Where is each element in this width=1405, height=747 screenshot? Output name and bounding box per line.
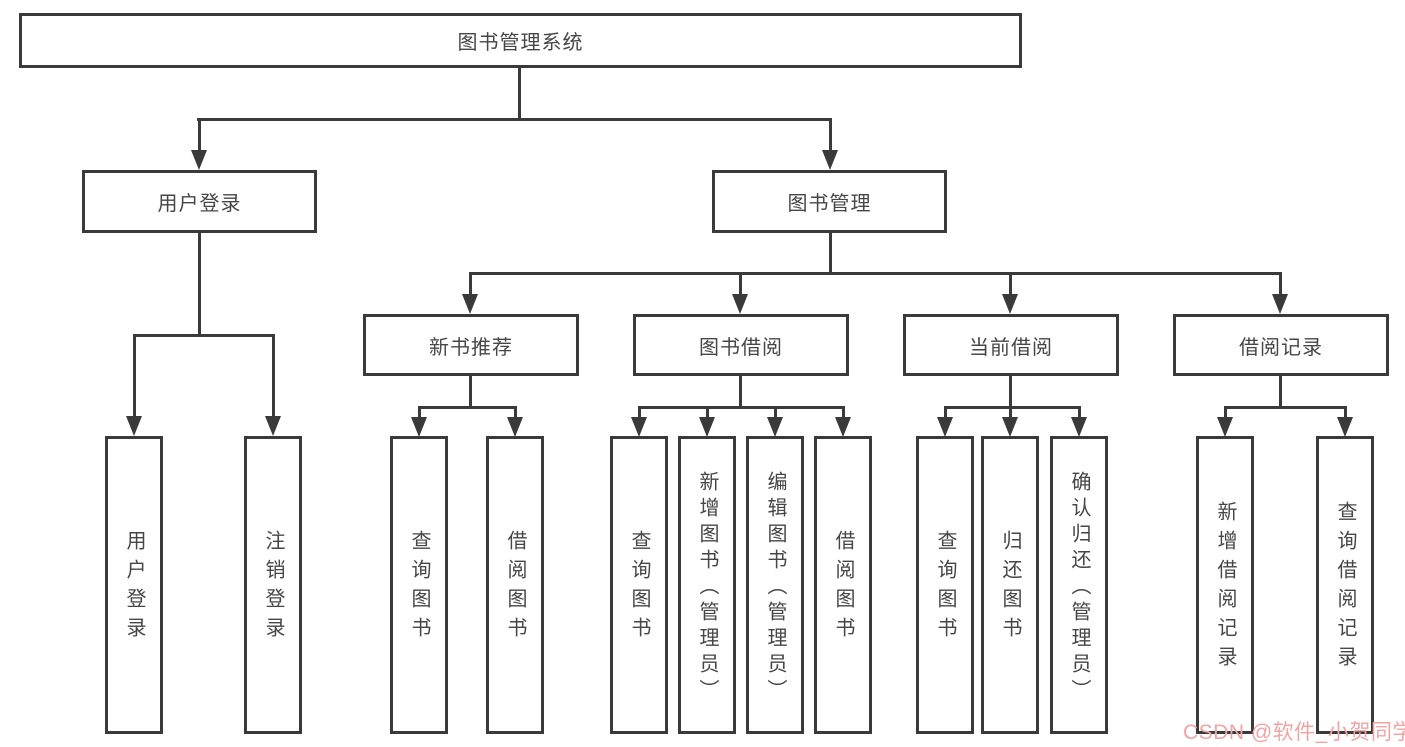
- connector-user-login-rail: [132, 334, 275, 337]
- connector-borrow-record-stem: [1278, 376, 1282, 408]
- arrowhead-book-management: [822, 150, 838, 170]
- node-root-label: 图书管理系统: [457, 32, 584, 54]
- arrowhead-leaf-edit-book: [767, 417, 783, 437]
- leaf-query-borrow-record: 查询借阅记录: [1316, 436, 1374, 734]
- leaf-borrow-book-1: 借阅图书: [486, 436, 544, 734]
- connector-to-leaf-query1: [417, 406, 421, 420]
- connector-to-leaf-add-record: [1223, 406, 1227, 420]
- arrowhead-leaf-query-record: [1337, 417, 1353, 437]
- connector-to-book-borrow: [738, 272, 742, 296]
- node-user-login: 用户登录: [82, 170, 317, 233]
- leaf-edit-book-admin: 编辑图书（管理员）: [746, 436, 804, 734]
- arrowhead-leaf-return: [1002, 417, 1018, 437]
- leaf-query-book-1: 查询图书: [390, 436, 448, 734]
- connector-current-borrow-rail: [943, 406, 1081, 409]
- node-book-management-label: 图书管理: [787, 193, 872, 215]
- connector-level3-rail: [468, 272, 1282, 275]
- arrowhead-leaf-user-login: [126, 416, 142, 436]
- connector-borrow-record-rail: [1223, 406, 1347, 409]
- leaf-user-login: 用户登录: [105, 436, 163, 734]
- arrowhead-leaf-query1: [411, 417, 427, 437]
- connector-to-leaf-borrow1: [513, 406, 517, 420]
- arrowhead-new-book: [462, 294, 478, 314]
- connector-new-book-rail: [417, 406, 517, 409]
- node-book-borrow: 图书借阅: [633, 314, 849, 376]
- arrowhead-user-login: [191, 150, 207, 170]
- connector-to-leaf-add-book: [705, 406, 709, 420]
- connector-book-borrow-rail: [637, 406, 845, 409]
- arrowhead-book-borrow: [732, 294, 748, 314]
- arrowhead-leaf-add-record: [1217, 417, 1233, 437]
- connector-to-leaf-borrow2: [841, 406, 845, 420]
- leaf-query-book-2: 查询图书: [610, 436, 668, 734]
- arrowhead-leaf-query3: [937, 417, 953, 437]
- arrowhead-leaf-borrow2: [835, 417, 851, 437]
- node-current-borrow-label: 当前借阅: [969, 336, 1053, 359]
- connector-to-leaf-user-login: [132, 334, 136, 418]
- connector-to-borrow-record: [1278, 272, 1282, 296]
- node-user-login-label: 用户登录: [157, 193, 242, 215]
- leaf-return-book: 归还图书: [981, 436, 1039, 734]
- node-book-management: 图书管理: [712, 170, 947, 233]
- node-book-borrow-label: 图书借阅: [699, 336, 783, 359]
- arrowhead-leaf-logout: [265, 416, 281, 436]
- connector-to-leaf-query-record: [1343, 406, 1347, 420]
- connector-to-current-borrow: [1008, 272, 1012, 296]
- connector-new-book-stem: [468, 376, 472, 408]
- leaf-borrow-book-2: 借阅图书: [814, 436, 872, 734]
- connector-to-new-book: [468, 272, 472, 296]
- arrowhead-borrow-record: [1272, 294, 1288, 314]
- arrowhead-leaf-query2: [631, 417, 647, 437]
- connector-to-leaf-logout: [271, 334, 275, 418]
- arrowhead-leaf-confirm-return: [1071, 417, 1087, 437]
- connector-to-leaf-query3: [943, 406, 947, 420]
- connector-to-leaf-confirm-return: [1077, 406, 1081, 420]
- connector-to-book-management: [828, 118, 832, 154]
- arrowhead-leaf-borrow1: [507, 417, 523, 437]
- node-new-book-recommend-label: 新书推荐: [429, 336, 513, 359]
- connector-to-leaf-edit-book: [773, 406, 777, 420]
- arrowhead-leaf-add-book: [699, 417, 715, 437]
- leaf-query-book-3: 查询图书: [916, 436, 974, 734]
- leaf-add-book-admin: 新增图书（管理员）: [678, 436, 736, 734]
- connector-to-leaf-return: [1008, 406, 1012, 420]
- connector-root-stem: [517, 68, 521, 120]
- connector-book-borrow-stem: [738, 376, 742, 408]
- node-borrow-record-label: 借阅记录: [1239, 336, 1323, 359]
- connector-user-login-stem: [197, 233, 201, 337]
- connector-current-borrow-stem: [1008, 376, 1012, 408]
- node-new-book-recommend: 新书推荐: [363, 314, 579, 376]
- node-borrow-record: 借阅记录: [1173, 314, 1389, 376]
- connector-to-leaf-query2: [637, 406, 641, 420]
- node-current-borrow: 当前借阅: [903, 314, 1119, 376]
- leaf-add-borrow-record: 新增借阅记录: [1196, 436, 1254, 734]
- leaf-confirm-return-admin: 确认归还（管理员）: [1050, 436, 1108, 734]
- connector-to-user-login: [197, 118, 201, 154]
- arrowhead-current-borrow: [1002, 294, 1018, 314]
- csdn-watermark: CSDN @软件_小贺同学: [1183, 721, 1405, 744]
- node-root: 图书管理系统: [19, 13, 1022, 68]
- leaf-logout: 注销登录: [244, 436, 302, 734]
- connector-level2-rail: [197, 118, 832, 121]
- connector-book-mgmt-stem: [828, 233, 832, 274]
